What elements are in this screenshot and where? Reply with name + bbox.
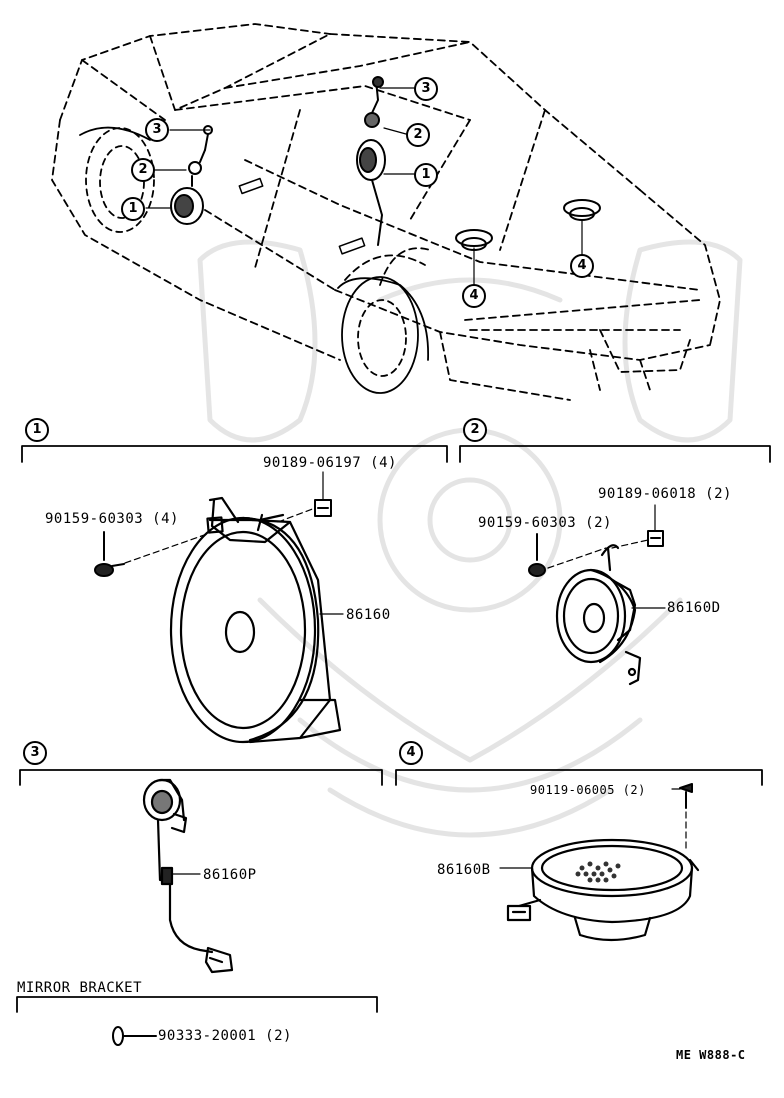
nut-90189-06018-label: 90189-06018 (2) [598, 486, 732, 502]
callout-3-front: 3 [145, 118, 169, 142]
section4-leaders [499, 788, 687, 869]
watermark-emblem [197, 239, 743, 838]
car-package-tray-speakers [455, 199, 601, 251]
screw-90119-06005-s4 [679, 783, 693, 809]
section-2-number: 2 [463, 418, 487, 442]
nut-90189-06197-s1 [314, 499, 332, 517]
callout-2-front: 2 [131, 158, 155, 182]
section-1-number: 1 [25, 418, 49, 442]
drawing-code: ME W888-C [676, 1048, 746, 1062]
callout-4-right: 4 [570, 254, 594, 278]
callout-4-left: 4 [462, 284, 486, 308]
callout-3-rear: 3 [414, 77, 438, 101]
speaker-86160D-drawing [555, 544, 642, 686]
bolt-90159-60303-label-s2: 90159-60303 (2) [478, 515, 612, 531]
section1-leaders [124, 471, 344, 615]
speaker-86160B-label: 86160B [437, 862, 491, 878]
speaker-86160B-drawing [506, 838, 700, 942]
nut-90189-06018-s2 [647, 530, 664, 547]
callout-1-rear: 1 [414, 163, 438, 187]
callout-leaders [145, 87, 583, 286]
bolt-90159-60303-s1 [94, 531, 125, 577]
screw-90119-06005-label: 90119-06005 (2) [530, 783, 646, 797]
clip-90333-20001-drawing [112, 1026, 157, 1046]
car-door-handles [238, 177, 366, 255]
speaker-86160D-label: 86160D [667, 600, 721, 616]
car-wheels [79, 126, 429, 394]
callout-1-front: 1 [121, 197, 145, 221]
car-body [51, 23, 721, 401]
section-brackets [16, 445, 771, 1013]
section2-leaders [547, 504, 666, 609]
car-front-door-speaker [170, 125, 213, 225]
section-4-number: 4 [399, 741, 423, 765]
clip-90333-20001-label: 90333-20001 (2) [158, 1028, 292, 1044]
section-3-number: 3 [23, 741, 47, 765]
speaker-86160-drawing [169, 496, 342, 744]
bolt-90159-60303-s2 [528, 533, 546, 577]
mirror-bracket-title: MIRROR BRACKET [17, 980, 143, 996]
callout-2-rear: 2 [406, 123, 430, 147]
tweeter-86160P-label: 86160P [203, 867, 257, 883]
tweeter-86160P-drawing [142, 778, 234, 974]
car-rear-door-speaker [356, 76, 386, 246]
nut-90189-06197-label: 90189-06197 (4) [263, 455, 397, 471]
speaker-86160-label: 86160 [346, 607, 391, 623]
bolt-90159-60303-label-s1: 90159-60303 (4) [45, 511, 179, 527]
